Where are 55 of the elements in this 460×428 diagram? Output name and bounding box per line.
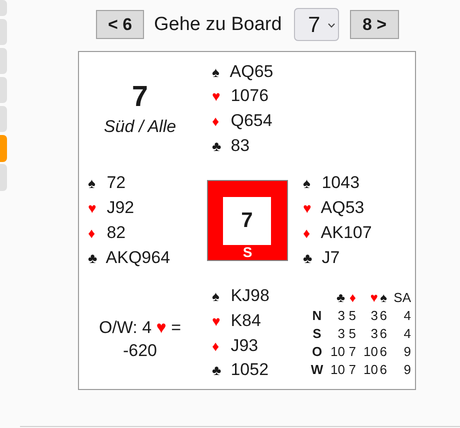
suit-holding: ♦ J93 — [212, 335, 258, 357]
suit-holding: ♦ 82 — [88, 222, 126, 244]
seat-label: O — [312, 344, 322, 360]
trick-count: 4 — [404, 308, 411, 324]
trick-count: 6 — [380, 344, 387, 360]
strain-header: ♦ — [349, 290, 356, 306]
strain-header: ♣ — [336, 290, 345, 306]
suit-holding: ♠ 1043 — [303, 172, 360, 194]
suit-holding: ♥ AQ53 — [303, 197, 364, 219]
suit-holding: ♥ J92 — [88, 197, 134, 219]
suit-holding: ♣ 1052 — [212, 359, 269, 381]
vulnerability-compass — [207, 180, 288, 261]
suit-holding: ♣ AKQ964 — [88, 247, 170, 269]
suit-holding: ♠ 72 — [88, 172, 126, 194]
next-board-button: 8 > — [350, 10, 399, 39]
trick-count: 3 — [338, 326, 345, 342]
trick-count: 5 — [348, 326, 356, 342]
dealer-seat-letter: S — [242, 244, 252, 260]
trick-count: 6 — [380, 362, 387, 378]
trick-count: 6 — [380, 326, 387, 342]
board-dropdown: 7 — [294, 8, 339, 41]
board-number: 7 — [132, 80, 148, 114]
strain-header: SA — [394, 290, 411, 306]
suit-holding: ♦ AK107 — [303, 222, 372, 244]
seat-label: S — [312, 326, 322, 342]
trick-count: 3 — [370, 308, 378, 324]
trick-count: 9 — [404, 362, 411, 378]
suit-holding: ♠ KJ98 — [212, 285, 270, 307]
trick-count: 6 — [380, 308, 387, 324]
strain-header: ♠ — [380, 290, 387, 306]
trick-count: 7 — [348, 362, 356, 378]
trick-count: 10 — [364, 362, 378, 378]
prev-board-button: < 6 — [96, 10, 144, 39]
trick-count: 5 — [348, 308, 356, 324]
trick-count: 3 — [338, 308, 345, 324]
dealer-vulnerability: Süd / Alle — [104, 116, 176, 138]
trick-count: 4 — [404, 326, 411, 342]
suit-holding: ♦ Q654 — [212, 110, 272, 132]
suit-holding: ♣ 83 — [212, 135, 250, 157]
suit-holding: ♠ AQ65 — [212, 61, 274, 83]
trick-count: 3 — [370, 326, 378, 342]
trick-count: 10 — [330, 362, 345, 378]
trick-count: 10 — [364, 344, 378, 360]
suit-holding: ♥ 1076 — [212, 85, 269, 107]
seat-label: N — [312, 308, 322, 324]
board-number-tile: 7 — [223, 197, 271, 245]
suit-holding: ♣ J7 — [303, 247, 340, 269]
suit-holding: ♥ K84 — [212, 310, 261, 332]
seat-label: W — [310, 362, 324, 378]
contract-result: O/W: 4 ♥ = -620 — [98, 317, 182, 362]
trick-count: 9 — [404, 344, 411, 360]
trick-count: 7 — [348, 344, 356, 360]
trick-count: 10 — [330, 344, 345, 360]
strain-header: ♥ — [370, 290, 378, 306]
board-nav-label: Gehe zu Board — [154, 13, 282, 37]
